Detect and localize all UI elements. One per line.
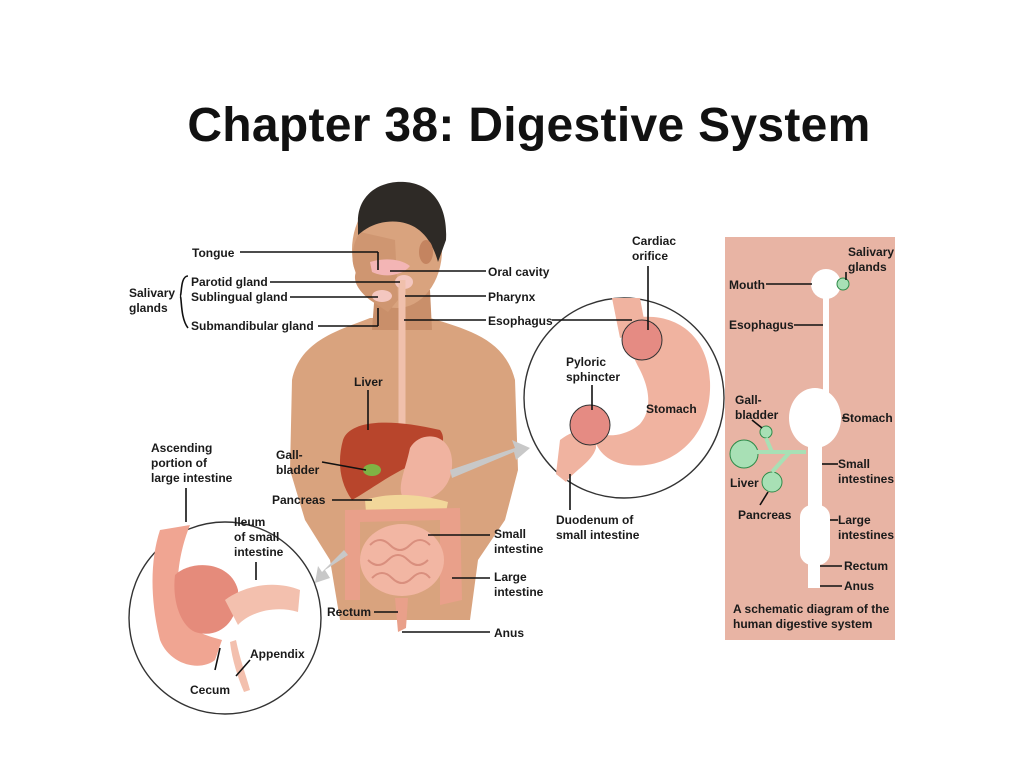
label-stomach: Stomach — [646, 402, 697, 416]
slide-title: Chapter 38: Digestive System — [187, 99, 871, 152]
inset-ascending-colon — [152, 525, 222, 666]
label-salivary-glands-2: glands — [129, 301, 168, 315]
label-pyloric-sphincter-1: Pyloric — [566, 355, 606, 369]
stomach-zoom-arrow — [450, 440, 530, 478]
small-intestine-coils — [367, 539, 431, 584]
large-intestine-shape — [345, 508, 462, 605]
body-stomach-shape — [400, 436, 453, 501]
label-parotid-gland: Parotid gland — [191, 275, 268, 289]
submandibular-gland-shape — [372, 290, 392, 302]
label-ileum-2: of small — [234, 530, 279, 544]
schematic-stomach — [789, 388, 841, 448]
schematic-small-intestine — [808, 440, 822, 510]
label-sublingual-gland: Sublingual gland — [191, 290, 288, 304]
label-pancreas: Pancreas — [272, 493, 326, 507]
label-ileum-3: intestine — [234, 545, 284, 559]
label-large-intestine-1: Large — [494, 570, 527, 584]
schematic-label-gallbladder-2: bladder — [735, 408, 779, 422]
intestine-detail-inset — [128, 521, 322, 715]
intestine-zoom-arrow — [315, 550, 348, 583]
label-duodenum-2: small intestine — [556, 528, 640, 542]
schematic-label-pancreas: Pancreas — [738, 508, 792, 522]
label-duodenum-1: Duodenum of — [556, 513, 634, 527]
label-tongue: Tongue — [192, 246, 235, 260]
label-anus: Anus — [494, 626, 524, 640]
label-salivary-glands-1: Salivary — [129, 286, 175, 300]
schematic-label-gallbladder-1: Gall- — [735, 393, 762, 407]
inset-stomach-shape — [592, 316, 711, 466]
schematic-label-stomach: Stomach — [842, 411, 893, 425]
label-cardiac-orifice-1: Cardiac — [632, 234, 676, 248]
schematic-mouth — [811, 269, 841, 299]
schematic-label-anus: Anus — [844, 579, 874, 593]
label-rectum: Rectum — [327, 605, 371, 619]
schematic-pancreas — [761, 471, 783, 493]
label-gallbladder-2: bladder — [276, 463, 320, 477]
label-small-intestine-2: intestine — [494, 542, 544, 556]
label-liver: Liver — [354, 375, 383, 389]
label-esophagus: Esophagus — [488, 314, 553, 328]
human-body-illustration — [290, 181, 518, 632]
schematic-caption-1: A schematic diagram of the — [733, 602, 890, 616]
schematic-liver — [729, 439, 759, 469]
schematic-leader-lines — [751, 272, 848, 587]
schematic-caption-2: human digestive system — [733, 617, 872, 631]
gallbladder-shape — [363, 464, 381, 476]
ear — [419, 240, 433, 264]
label-ascending-colon-1: Ascending — [151, 441, 212, 455]
schematic-label-large-1: Large — [838, 513, 871, 527]
small-intestine-shape — [360, 524, 444, 596]
stomach-detail-inset — [523, 297, 725, 499]
schematic-large-intestine — [800, 505, 830, 565]
label-cecum: Cecum — [190, 683, 230, 697]
schematic-label-salivary-1: Salivary — [848, 245, 894, 259]
leader-lines — [179, 251, 649, 677]
inset-appendix — [230, 640, 250, 692]
schematic-label-small-2: intestines — [838, 472, 894, 486]
schematic-label-large-2: intestines — [838, 528, 894, 542]
label-ileum-1: Ileum — [234, 515, 265, 529]
pancreas-shape — [365, 494, 448, 512]
label-large-intestine-2: intestine — [494, 585, 544, 599]
schematic-label-salivary-2: glands — [848, 260, 887, 274]
schematic-label-mouth: Mouth — [729, 278, 765, 292]
cardiac-orifice-detail — [621, 319, 663, 361]
schematic-salivary-gland — [836, 277, 850, 291]
anatomy-labels: Tongue Salivary glands Parotid gland Sub… — [129, 234, 697, 697]
label-appendix: Appendix — [250, 647, 305, 661]
schematic-label-esophagus: Esophagus — [729, 318, 794, 332]
label-cardiac-orifice-2: orifice — [632, 249, 668, 263]
schematic-esophagus — [823, 296, 829, 396]
rectum-shape — [395, 598, 408, 632]
label-small-intestine-1: Small — [494, 527, 526, 541]
inset-cecum — [174, 565, 239, 634]
schematic-label-liver: Liver — [730, 476, 759, 490]
label-pyloric-sphincter-2: sphincter — [566, 370, 620, 384]
schematic-label-rectum: Rectum — [844, 559, 888, 573]
label-ascending-colon-3: large intestine — [151, 471, 233, 485]
label-gallbladder-1: Gall- — [276, 448, 303, 462]
schematic-label-small-1: Small — [838, 457, 870, 471]
label-ascending-colon-2: portion of — [151, 456, 208, 470]
pyloric-sphincter-detail — [569, 404, 611, 446]
schematic-ducts — [756, 437, 806, 474]
label-oral-cavity: Oral cavity — [488, 265, 550, 279]
inset-ileum — [225, 584, 300, 625]
hair — [357, 181, 447, 262]
label-submandibular-gland: Submandibular gland — [191, 319, 314, 333]
schematic-rectum — [808, 560, 820, 588]
schematic-panel: Salivary glands Mouth Esophagus Gall- bl… — [725, 237, 895, 640]
label-pharynx: Pharynx — [488, 290, 536, 304]
